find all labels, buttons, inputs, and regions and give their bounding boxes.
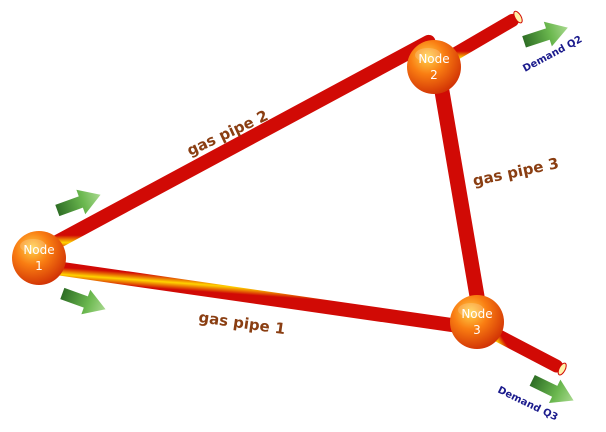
flow-arrow-node-1-bottom (60, 287, 106, 315)
gas-pipe-1 (41, 259, 482, 336)
flow-arrow-node-1-top (55, 189, 101, 217)
node-3[interactable]: Node 3 (450, 295, 504, 349)
node-1-label: Node (23, 243, 54, 257)
node-2-number: 2 (430, 68, 438, 82)
gas-pipe-3 (431, 67, 488, 320)
gas-pipe-1-label: gas pipe 1 (197, 308, 286, 338)
demand-arrow-q2 (522, 21, 568, 48)
node-2[interactable]: Node 2 (407, 40, 461, 94)
gas-pipe-3-label: gas pipe 3 (471, 154, 560, 190)
node-1-number: 1 (35, 259, 43, 273)
node-1[interactable]: Node 1 (12, 231, 66, 285)
demand-arrow-q3 (529, 374, 574, 403)
node-3-number: 3 (473, 323, 481, 337)
node-3-label: Node (461, 307, 492, 321)
gas-pipe-2 (41, 34, 436, 254)
node-2-label: Node (418, 52, 449, 66)
